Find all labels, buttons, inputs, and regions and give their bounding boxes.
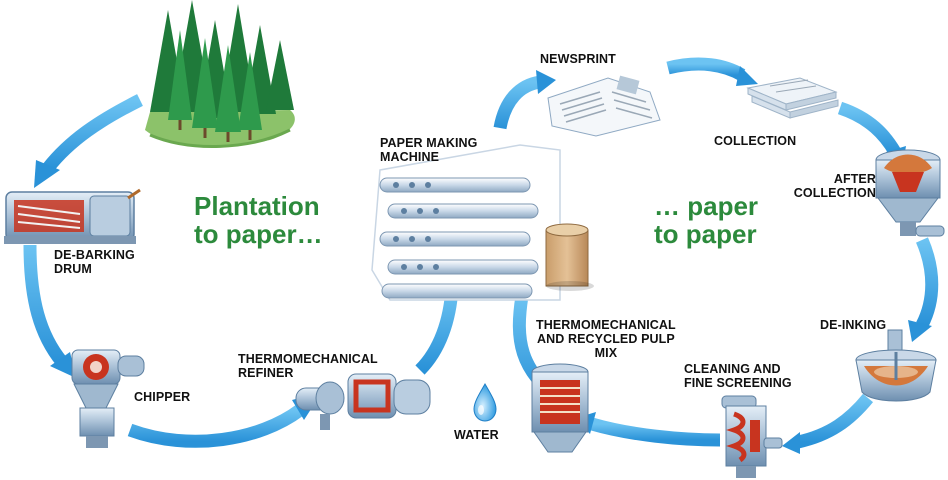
label-after-collection: AFTER COLLECTION (793, 172, 876, 200)
arrow-drum-to-chipper (23, 244, 68, 367)
paper-stack-icon (746, 77, 839, 119)
paper-machine-icon (371, 144, 594, 301)
label-collection: COLLECTION (714, 134, 797, 148)
debarking-drum-icon (4, 188, 141, 244)
refiner-icon (295, 373, 431, 430)
deinking-tank-icon (855, 329, 937, 402)
label-thermomechanical-refiner: THERMOMECHANICAL REFINER (238, 352, 378, 380)
label-paper-making-machine: PAPER MAKING MACHINE (380, 136, 478, 164)
arrow-deinking-to-cleaning (796, 393, 874, 449)
arrow-cleaning-to-mix (590, 417, 721, 447)
water-drop-icon (473, 383, 497, 422)
label-chipper: CHIPPER (134, 390, 191, 404)
arrow-collection-to-hopper (837, 101, 901, 156)
flow-arrows (23, 57, 939, 449)
label-debarking-drum: DE-BARKING DRUM (54, 248, 135, 276)
headline-paper-to-paper: … paper to paper (654, 191, 759, 249)
label-pulp-mix: THERMOMECHANICAL AND RECYCLED PULP MIX (536, 318, 676, 360)
label-water: WATER (454, 428, 499, 442)
arrow-machine-to-newsprint (493, 75, 542, 130)
chipper-icon (71, 349, 145, 448)
arrow-chipper-to-refiner (127, 404, 304, 448)
arrow-newsprint-to-collection (666, 57, 746, 81)
pulp-mix-tank-icon (531, 363, 589, 453)
forest-icon (145, 0, 295, 148)
label-newsprint: NEWSPRINT (540, 52, 616, 66)
label-cleaning-and-fine-screening: CLEANING AND FINE SCREENING (684, 362, 792, 390)
hopper-icon (875, 149, 945, 237)
screening-unit-icon (721, 395, 783, 478)
headline-plantation-to-paper: Plantation to paper… (194, 191, 323, 249)
arrow-forest-to-drum (42, 94, 143, 173)
label-de-inking: DE-INKING (820, 318, 887, 332)
arrow-hopper-to-deinking (915, 237, 939, 328)
newspaper-icon (547, 75, 661, 137)
